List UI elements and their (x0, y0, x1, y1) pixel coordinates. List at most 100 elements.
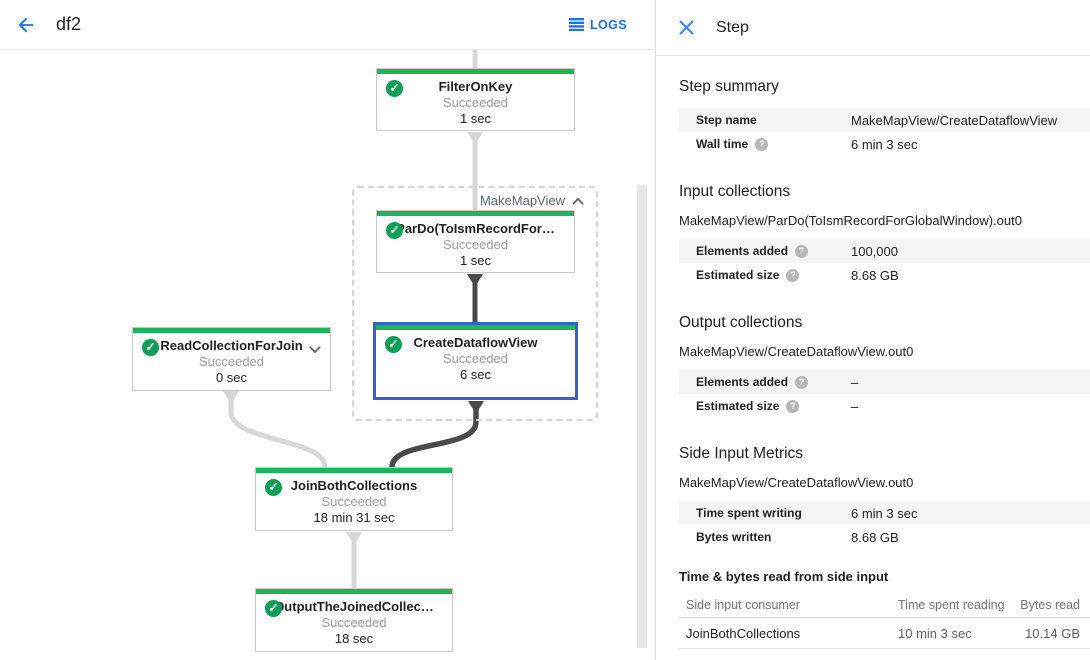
section-heading: Input collections (679, 183, 791, 200)
row-label: Time spent writing (696, 506, 802, 520)
node-duration: 0 sec (215, 370, 248, 385)
table-header-row: Side input consumer Time spent reading B… (679, 592, 1090, 618)
logs-button[interactable]: LOGS (568, 17, 627, 32)
node-title: OutputTheJoinedCollec… (274, 599, 434, 614)
collection-name: MakeMapView/ParDo(ToIsmRecordForGlobalWi… (679, 213, 1022, 228)
panel-header: Step (656, 0, 1090, 56)
node-title: ReadCollectionForJoin (160, 338, 303, 353)
check-circle-icon: ✓ (386, 222, 403, 239)
edge-createview-join (389, 401, 479, 468)
kv-row-elements-added: Elements added? – (679, 370, 1090, 394)
chevron-down-icon (309, 346, 321, 354)
graph-node-createdataflowview[interactable]: ✓ CreateDataflowView Succeeded 6 sec (373, 322, 578, 400)
help-icon[interactable]: ? (795, 375, 809, 389)
check-circle-icon: ✓ (386, 80, 403, 97)
job-graph-canvas[interactable]: MakeMapView ✓ FilterOnKey Succeeded 1 se… (0, 50, 655, 660)
panel-title: Step (716, 18, 749, 36)
graph-node-joinbothcollections[interactable]: ✓ JoinBothCollections Succeeded 18 min 3… (255, 467, 453, 531)
row-label: Bytes written (696, 530, 772, 544)
row-value: 6 min 3 sec (851, 136, 918, 152)
kv-row-bytes-written: Bytes written 8.68 GB (679, 525, 1090, 549)
section-input-collections: Input collections MakeMapView/ParDo(ToIs… (679, 183, 1090, 287)
node-status: Succeeded (442, 237, 509, 252)
node-status-bar (256, 589, 452, 594)
help-icon[interactable]: ? (786, 399, 800, 413)
row-label: Elements added (696, 244, 789, 258)
section-heading: Output collections (679, 314, 803, 331)
row-label: Estimated size (696, 399, 780, 413)
column-header: Bytes read (1020, 597, 1080, 612)
node-duration: 1 sec (459, 253, 492, 268)
node-title: CreateDataflowView (413, 335, 538, 350)
graph-node-filteronkey[interactable]: ✓ FilterOnKey Succeeded 1 sec (376, 68, 575, 131)
logs-button-label: LOGS (589, 17, 627, 32)
node-duration: 18 min 31 sec (313, 510, 395, 525)
row-value: – (851, 398, 859, 414)
logs-icon (568, 18, 584, 31)
composite-group-makemapview: MakeMapView (352, 186, 598, 421)
check-circle-icon: ✓ (385, 336, 402, 353)
panel-content: Step summary Step name MakeMapView/Creat… (656, 56, 1090, 649)
collection-name: MakeMapView/CreateDataflowView.out0 (679, 475, 914, 490)
kv-row-estimated-size: Estimated size? – (679, 394, 1090, 418)
kv-row-time-spent-writing: Time spent writing 6 min 3 sec (679, 501, 1090, 525)
node-title: FilterOnKey (438, 79, 513, 94)
group-collapse-toggle[interactable]: MakeMapView (480, 193, 584, 208)
node-status: Succeeded (321, 494, 387, 509)
column-header: Time spent reading (898, 597, 1005, 612)
kv-row-wall-time: Wall time? 6 min 3 sec (679, 132, 1090, 156)
section-step-summary: Step summary Step name MakeMapView/Creat… (679, 78, 1090, 156)
row-value: 6 min 3 sec (851, 505, 918, 521)
collection-name: MakeMapView/CreateDataflowView.out0 (679, 344, 914, 359)
node-status: Succeeded (321, 615, 387, 630)
column-header: Side input consumer (686, 597, 800, 612)
top-bar: df2 LOGS (0, 0, 655, 50)
back-button[interactable] (14, 13, 38, 37)
row-value: 8.68 GB (851, 529, 899, 545)
row-value: – (851, 374, 859, 390)
node-status: Succeeded (198, 354, 265, 369)
arrow-left-icon (18, 17, 34, 32)
kv-row-elements-added: Elements added? 100,000 (679, 239, 1090, 263)
graph-edges (223, 50, 484, 588)
table-cell-consumer: JoinBothCollections (686, 625, 801, 641)
row-label: Wall time (696, 137, 749, 151)
check-circle-icon: ✓ (142, 339, 159, 356)
table-cell-bytes-read: 10.14 GB (1025, 625, 1080, 641)
close-button[interactable] (676, 18, 696, 38)
edge-read-join (228, 391, 328, 468)
graph-node-pardo-toismrecord[interactable]: ✓ ParDo(ToIsmRecordFor… Succeeded 1 sec (376, 210, 575, 273)
node-expand-toggle[interactable] (309, 341, 321, 357)
kv-row-step-name: Step name MakeMapView/CreateDataflowView (679, 108, 1090, 132)
node-duration: 1 sec (459, 111, 492, 126)
row-value: MakeMapView/CreateDataflowView (851, 112, 1058, 128)
row-label: Estimated size (696, 268, 780, 282)
node-status-bar (256, 468, 452, 473)
node-title: JoinBothCollections (290, 478, 418, 493)
graph-node-readcollectionforjoin[interactable]: ✓ ReadCollectionForJoin Succeeded 0 sec (132, 327, 331, 391)
help-icon[interactable]: ? (786, 268, 800, 282)
node-status-bar (377, 69, 574, 74)
node-status-bar (133, 328, 330, 333)
table-heading: Time & bytes read from side input (679, 569, 889, 584)
table-row: JoinBothCollections 10 min 3 sec 10.14 G… (679, 618, 1090, 649)
section-side-input-metrics: Side Input Metrics MakeMapView/CreateDat… (679, 445, 1090, 549)
close-icon (678, 20, 694, 35)
node-status: Succeeded (442, 95, 509, 110)
row-value: 100,000 (851, 243, 898, 259)
graph-node-outputthejoinedcollection[interactable]: ✓ OutputTheJoinedCollec… Succeeded 18 se… (255, 588, 453, 652)
node-status: Succeeded (442, 351, 509, 366)
node-title: ParDo(ToIsmRecordFor… (396, 221, 555, 236)
check-circle-icon: ✓ (265, 600, 282, 617)
section-heading: Step summary (679, 78, 779, 95)
node-status-bar (376, 325, 575, 330)
help-icon[interactable]: ? (755, 137, 769, 151)
node-duration: 18 sec (334, 631, 374, 646)
node-duration: 6 sec (459, 367, 492, 382)
row-label: Elements added (696, 375, 789, 389)
graph-vertical-scrollbar[interactable] (637, 185, 647, 648)
job-title: df2 (56, 14, 82, 34)
help-icon[interactable]: ? (795, 244, 809, 258)
row-label: Step name (696, 113, 757, 127)
section-output-collections: Output collections MakeMapView/CreateDat… (679, 314, 1090, 418)
